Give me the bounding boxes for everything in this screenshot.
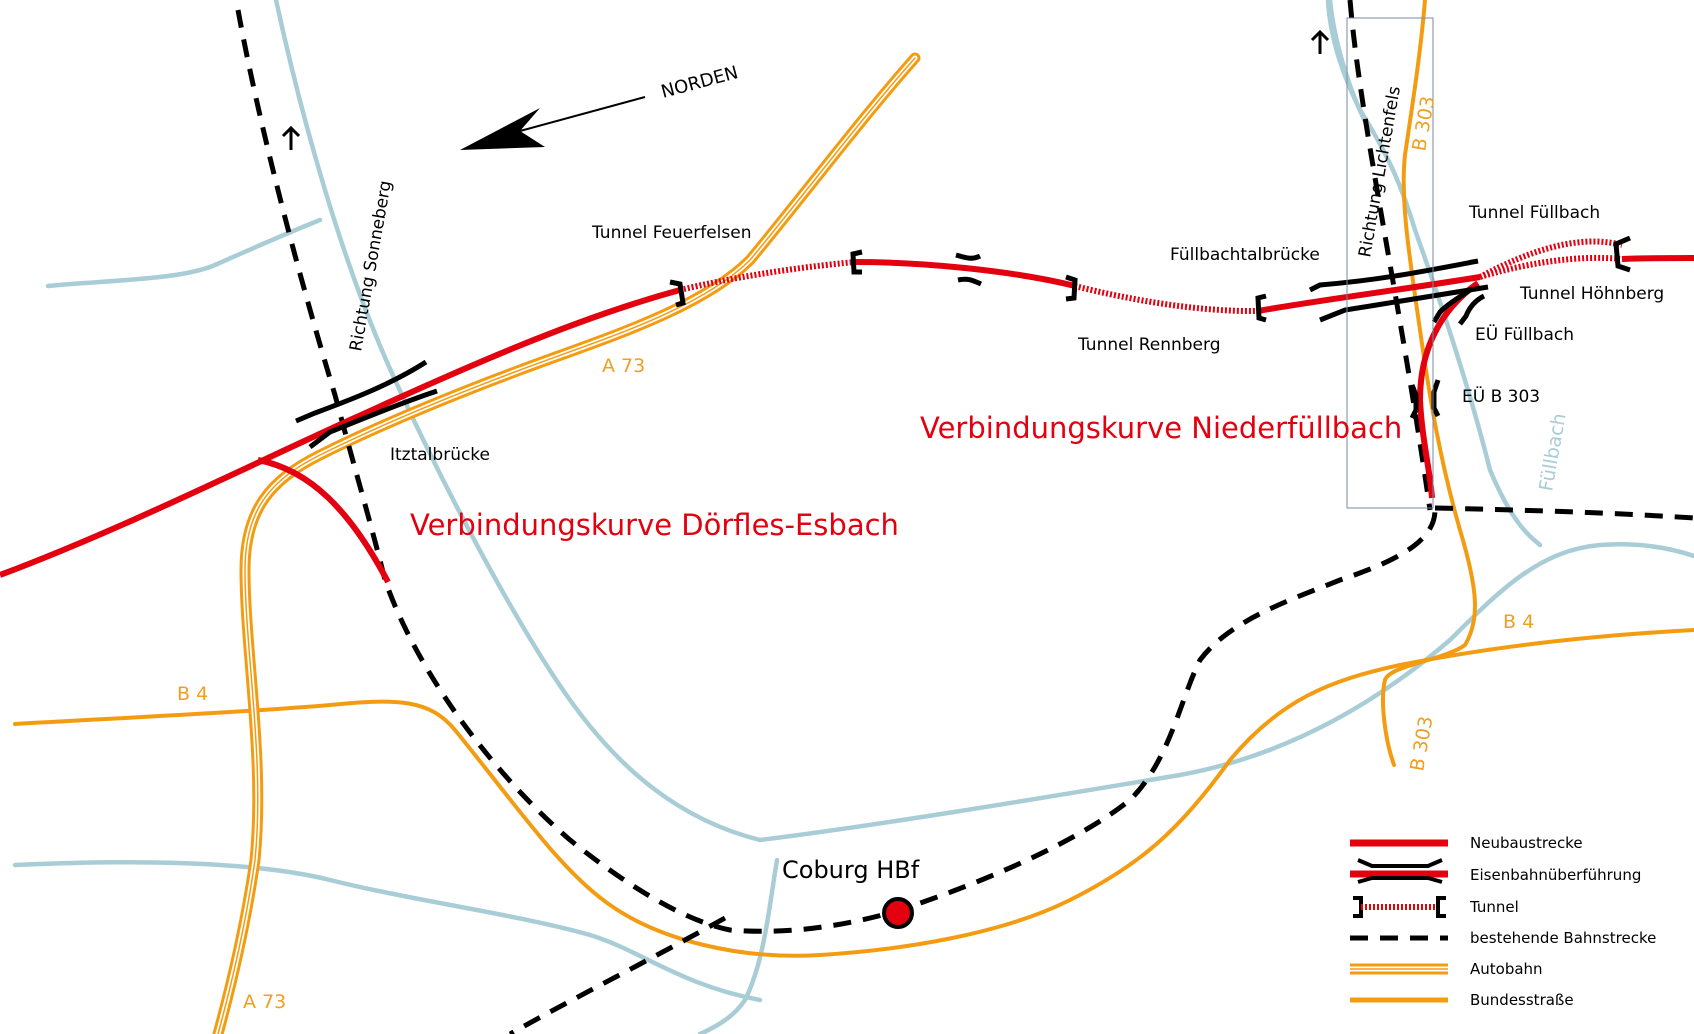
legend-label-existing: bestehende Bahnstrecke: [1470, 929, 1656, 947]
road-b4-west: [13, 628, 1694, 958]
bundesstrassen: [13, 0, 1694, 958]
newline-east: [1257, 274, 1481, 314]
legend-item-tunnel: Tunnel: [1353, 896, 1519, 918]
selection-rect: [1346, 17, 1434, 509]
portal-rennberg-west: [1065, 274, 1078, 302]
legend-item-autobahn: Autobahn: [1350, 960, 1543, 978]
rail-lichtenfels: [1347, 0, 1433, 511]
river-fuellbach-label: Füllbach: [1535, 412, 1570, 493]
bridges: [295, 252, 1489, 449]
bridge-eu-fuellbach: [1431, 287, 1486, 326]
bridge-itztal-upper: [295, 359, 428, 424]
legend-label-new: Neubaustrecke: [1470, 834, 1583, 852]
arrow-lichtenfels: [1310, 29, 1330, 54]
b4-label-left: B 4: [177, 683, 208, 705]
newline-middle: [854, 259, 1076, 289]
rail-east: [1434, 505, 1694, 521]
new-line: [0, 255, 1694, 584]
river-itz: [273, 0, 763, 843]
rail-southwest: [508, 915, 727, 1034]
newline-far-east: [1621, 255, 1694, 262]
bridge-itztal-lower: [308, 388, 438, 449]
curve-doerfles-label: Verbindungskurve Dörfles-Esbach: [410, 508, 899, 542]
selection-box: [1346, 17, 1434, 509]
bridge-fuellbachtal-upper: [1308, 258, 1479, 293]
tunnel-rennberg: [1074, 283, 1259, 315]
portal-fuellbach-east: [1613, 235, 1631, 273]
coburg-station-marker[interactable]: [882, 897, 914, 929]
a73-label-bottom: A 73: [243, 991, 286, 1013]
tunnel-feuerfelsen-label: Tunnel Feuerfelsen: [591, 223, 752, 243]
tunnel-fuellbach: [1478, 238, 1623, 280]
arrow-sonneberg: [281, 125, 301, 150]
legend-label-bridge: Eisenbahnüberführung: [1470, 866, 1641, 884]
tunnel-feuerfelsen: [679, 259, 856, 293]
river-fuellbach: [1325, 0, 1543, 548]
river-west-branch: [45, 217, 323, 289]
legend-label-tunnel: Tunnel: [1469, 898, 1519, 916]
a73-inner: [215, 55, 918, 1034]
north-arrow: [460, 96, 646, 150]
itztalbruecke-label: Itztalbrücke: [390, 445, 490, 465]
a73-label-top: A 73: [602, 355, 645, 377]
tunnel-hoehnberg-label: Tunnel Höhnberg: [1519, 284, 1664, 304]
road-b303: [1381, 0, 1477, 767]
portal-feuerfelsen: [669, 279, 686, 308]
bridge-small: [955, 252, 983, 287]
a73-center: [217, 57, 916, 1034]
fuellbachtalbruecke-label: Füllbachtalbrücke: [1170, 245, 1320, 265]
legend-label-bundesstrasse: Bundesstraße: [1470, 991, 1574, 1009]
eu-fuellbach-label: EÜ Füllbach: [1475, 323, 1574, 345]
autobahn-a73: [212, 52, 921, 1034]
legend: Neubaustrecke Eisenbahnüberführung Tunne…: [1350, 834, 1656, 1009]
river-southwest: [12, 859, 763, 1003]
tunnel-rennberg-label: Tunnel Rennberg: [1077, 335, 1221, 355]
north-label: NORDEN: [659, 62, 741, 103]
direction-arrows: [281, 29, 1330, 150]
tunnel-hoehnberg: [1479, 254, 1623, 280]
existing-railways: [235, 0, 1694, 1034]
bridge-eu-b303: [1409, 379, 1441, 420]
legend-item-bundesstrasse: Bundesstraße: [1350, 991, 1574, 1009]
tunnels: [679, 238, 1623, 315]
legend-item-new: Neubaustrecke: [1350, 834, 1583, 852]
portal-rennberg-east: [1255, 293, 1267, 323]
newline-west: [0, 287, 681, 578]
legend-item-bridge: Eisenbahnüberführung: [1350, 858, 1641, 884]
legend-item-existing: bestehende Bahnstrecke: [1350, 929, 1656, 947]
river-south-branch: [697, 857, 780, 1034]
curve-doerfles: [257, 457, 391, 584]
river-tributary-north: [1327, 0, 1373, 133]
coburg-label: Coburg HBf: [782, 856, 920, 884]
river-main-east: [757, 541, 1694, 843]
north-arrowhead: [460, 108, 545, 150]
b303-label-bottom: B 303: [1406, 715, 1437, 773]
portal-feuerfelsen-east: [850, 249, 863, 275]
legend-label-autobahn: Autobahn: [1470, 960, 1543, 978]
curve-niederfuellbach-label: Verbindungskurve Niederfüllbach: [920, 411, 1402, 445]
rivers: [12, 0, 1694, 1034]
a73-outer: [212, 52, 921, 1034]
tunnel-portals: [669, 235, 1631, 323]
tunnel-fuellbach-label: Tunnel Füllbach: [1468, 203, 1600, 223]
curve-niederfuellbach: [1416, 280, 1480, 499]
eu-b303-label: EÜ B 303: [1462, 385, 1540, 407]
b4-label-right: B 4: [1503, 611, 1534, 633]
